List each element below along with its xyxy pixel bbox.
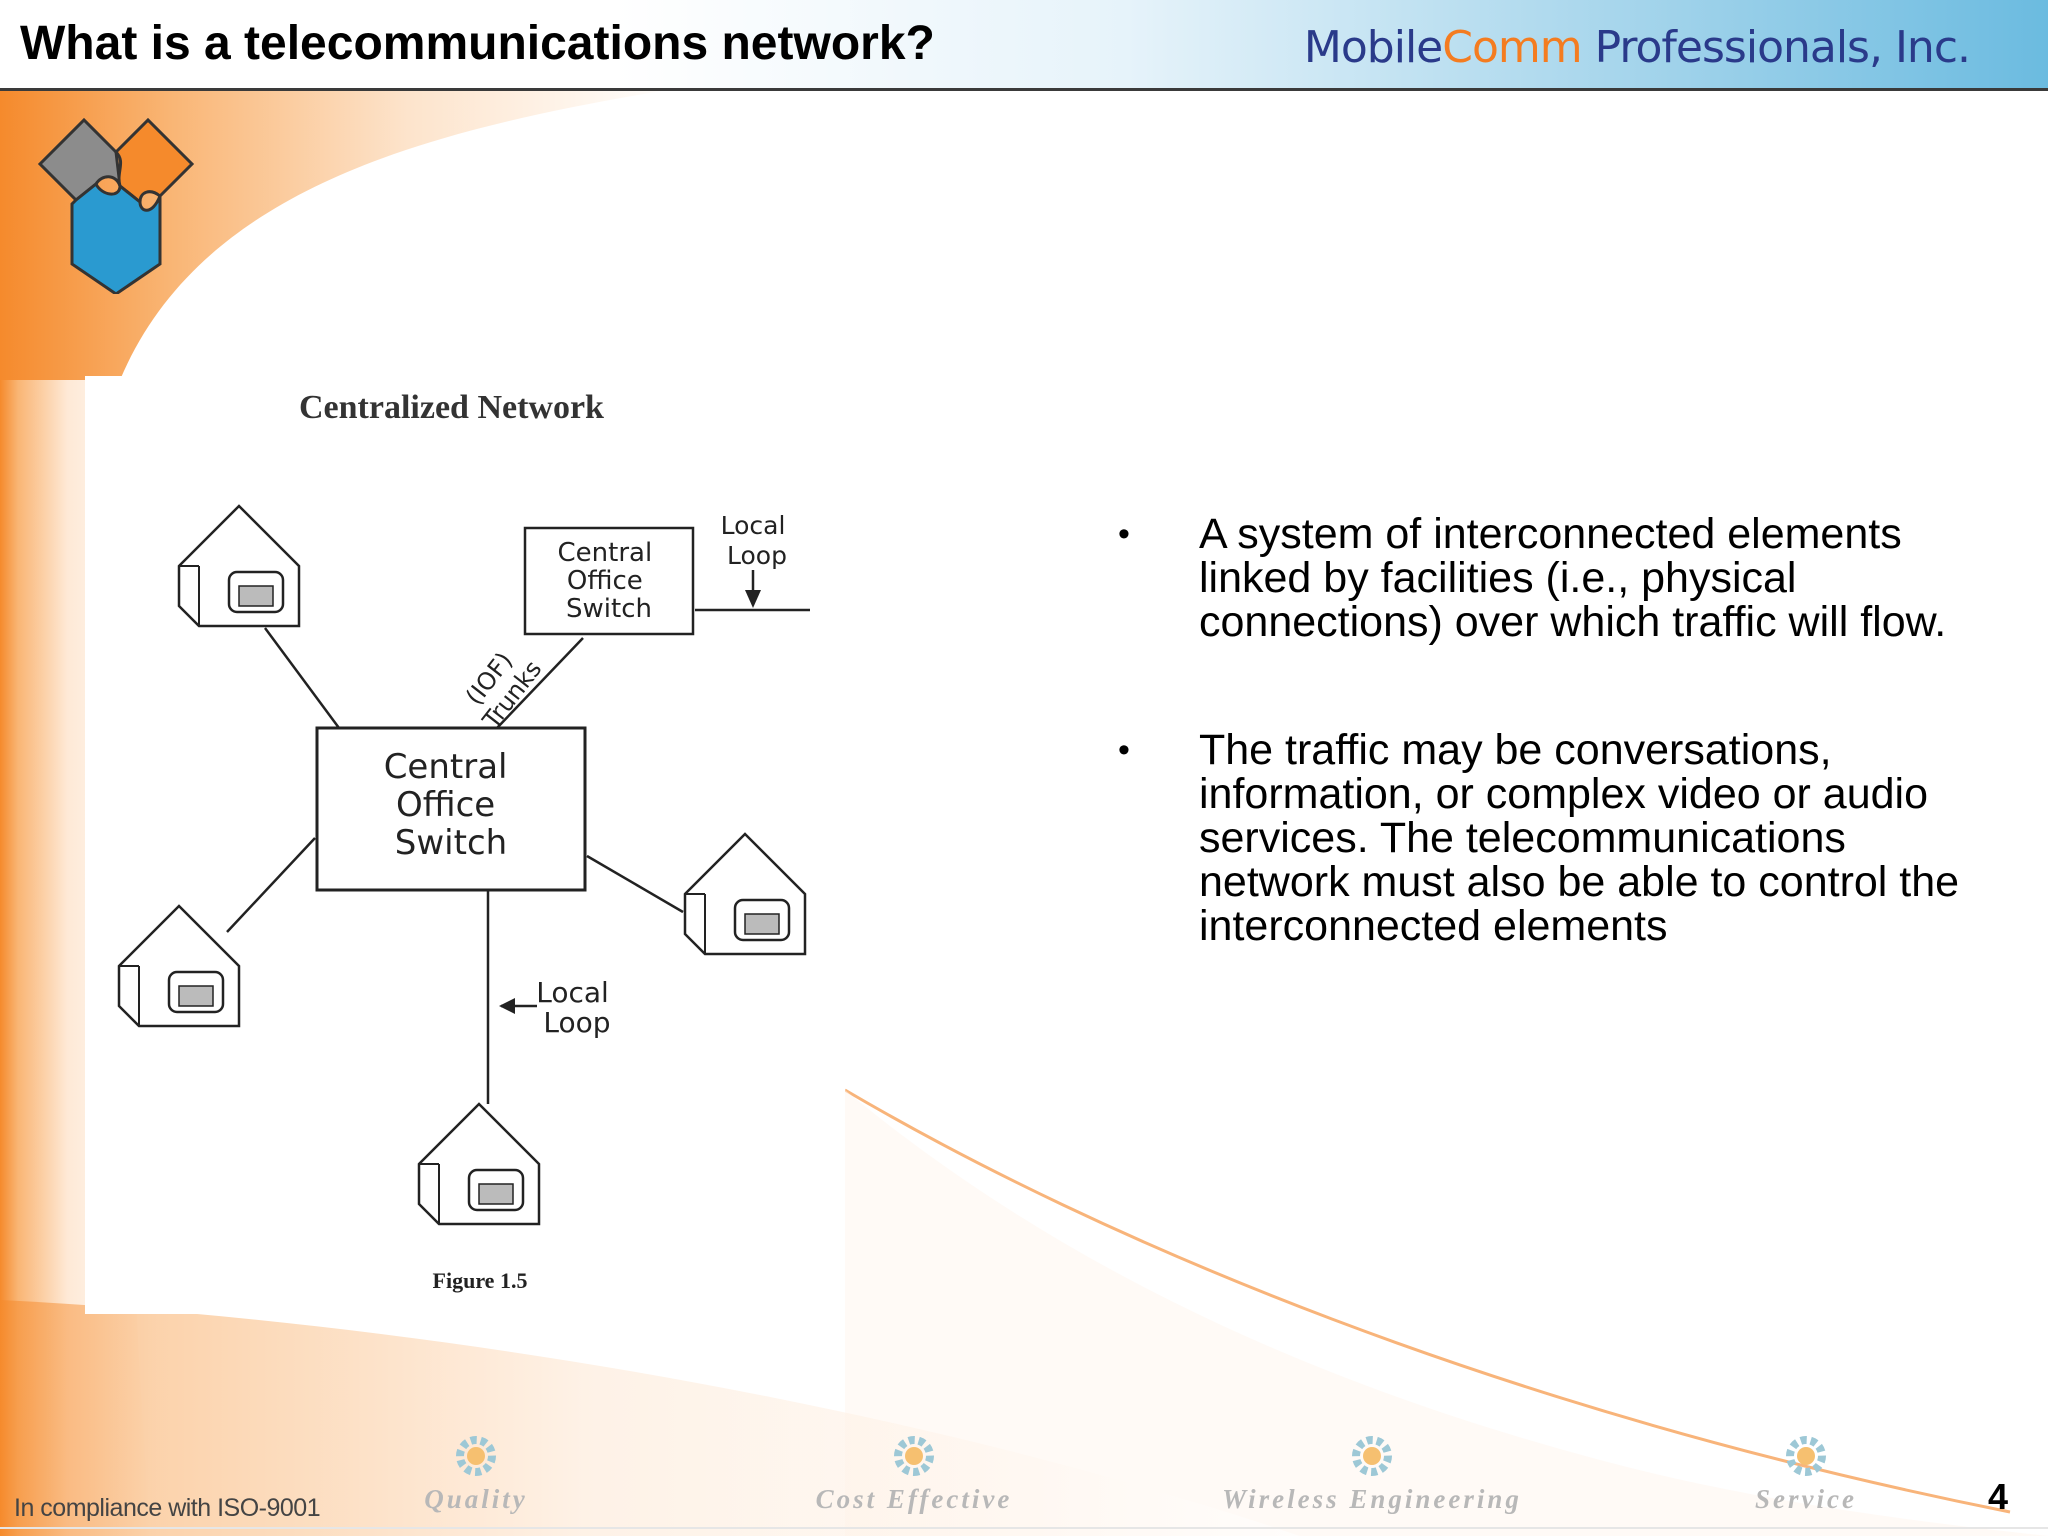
svg-text:Local Loop: Local Loop (536, 976, 617, 1039)
bullet-list: • A system of interconnected elements li… (1115, 512, 1995, 1032)
bullet-item: • The traffic may be conversations, info… (1115, 728, 1995, 948)
gear-icon (456, 1436, 496, 1476)
bullet-text: A system of interconnected elements link… (1199, 510, 1947, 646)
page-number: 4 (1987, 1476, 2008, 1517)
house-with-phone-icon (177, 504, 301, 628)
local-loop-bottom-line: Local (536, 976, 609, 1009)
footer-cost-effective: Cost Effective (754, 1432, 1074, 1515)
link-trunk (496, 637, 584, 729)
gear-icon (894, 1436, 934, 1476)
remote-switch-line: Central (558, 538, 653, 568)
bullet-text: The traffic may be conversations, inform… (1199, 726, 1960, 950)
house-with-phone-icon (117, 904, 241, 1028)
gear-icon (1786, 1436, 1826, 1476)
local-loop-top-line: Local (721, 511, 786, 540)
svg-text:Central Office Swi: Central Office Switch (558, 538, 661, 624)
central-switch-line: Central (384, 747, 508, 787)
slide-title: What is a telecommunications network? (20, 17, 935, 70)
figure-caption: Figure 1.5 (433, 1268, 528, 1293)
footer-wireless-engineering: Wireless Engineering (1212, 1432, 1532, 1515)
central-office-switch (315, 726, 587, 892)
central-switch-line: Switch (395, 823, 507, 863)
house-with-phone-icon (683, 832, 807, 956)
gear-icon (1352, 1436, 1392, 1476)
iso-compliance-text: In compliance with ISO-9001 (14, 1494, 321, 1522)
bullet-dot-icon: • (1118, 731, 1130, 769)
bullet-item: • A system of interconnected elements li… (1115, 512, 1995, 644)
remote-office-switch (523, 526, 695, 636)
central-switch-line: Office (396, 785, 495, 825)
footer-label: Service (1755, 1484, 1857, 1514)
puzzle-heart-icon (37, 117, 195, 294)
svg-text:Central Office Swi: Central Office Switch (384, 747, 519, 863)
footer-label: Quality (424, 1484, 528, 1514)
svg-text:Local Loop: Local Loop (721, 511, 794, 570)
footer-quality: Quality (316, 1432, 636, 1515)
footer-label: Wireless Engineering (1222, 1484, 1522, 1514)
svg-text:(IOF) Trunks: (IOF) Trunks (455, 638, 548, 735)
link-house-topleft (263, 627, 341, 729)
link-house-left (226, 837, 316, 933)
local-loop-top-line: Loop (727, 541, 787, 570)
remote-switch-line: Switch (566, 594, 652, 624)
link-house-right (586, 854, 684, 914)
local-loop-bottom-line: Loop (543, 1006, 610, 1039)
arrow-down-icon (745, 590, 761, 608)
figure-title: Centralized Network (299, 389, 604, 426)
bullet-dot-icon: • (1118, 515, 1130, 553)
remote-switch-line: Office (567, 566, 643, 596)
footer-service: Service (1646, 1432, 1966, 1515)
footer-label: Cost Effective (815, 1484, 1013, 1514)
network-figure: Centralized Network Central Office Switc… (85, 376, 845, 1314)
arrow-left-icon (499, 998, 515, 1014)
brand-logo-text: MobileComm Professionals, Inc. (1303, 22, 1971, 73)
house-with-phone-icon (417, 1102, 541, 1226)
header-bar: What is a telecommunications network? Mo… (0, 0, 2048, 91)
